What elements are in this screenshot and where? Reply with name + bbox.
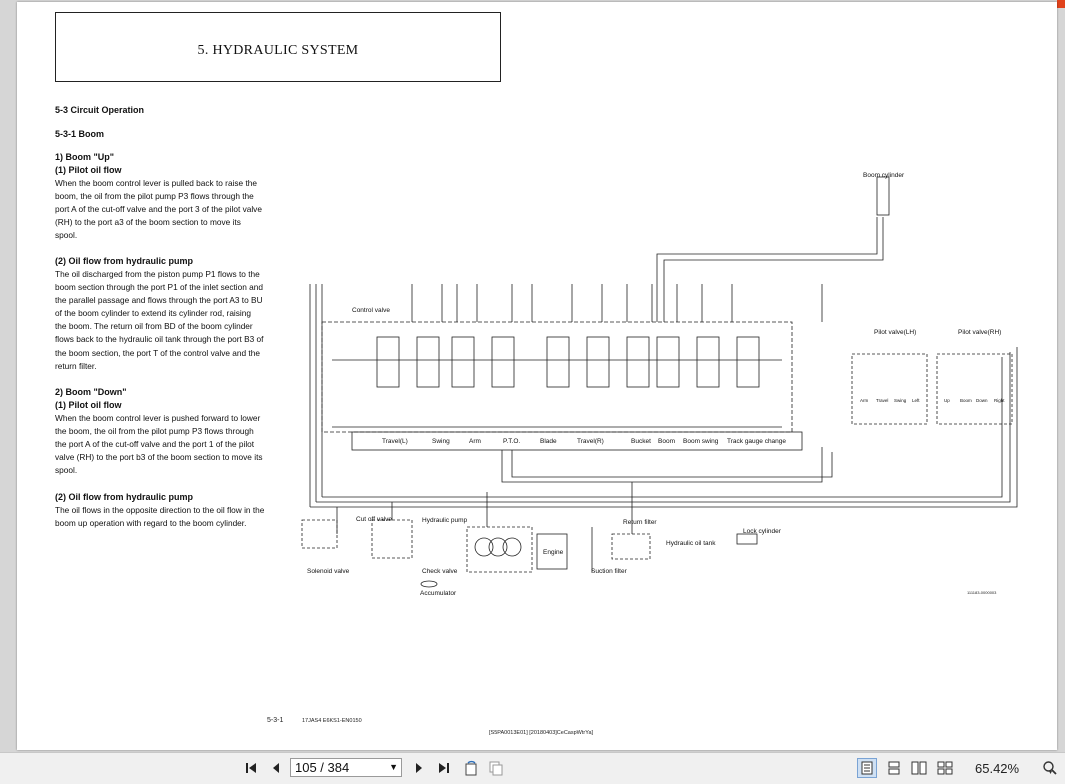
text-line: the boom. The return oil from BD of the … [55, 321, 253, 332]
engine-label: Engine [543, 549, 564, 556]
text-line: port A of the cut-off valve and the port… [55, 204, 262, 215]
text-line: The oil flows in the opposite direction … [55, 505, 265, 515]
lock-cylinder-label: Lock cylinder [743, 528, 782, 535]
continuous-view-icon[interactable] [884, 758, 904, 778]
title-box: 5. HYDRAULIC SYSTEM [55, 12, 501, 82]
section-label: P.T.O. [503, 438, 520, 445]
text-line: the boom, the oil from the pilot pump P3… [55, 426, 254, 437]
footer-reference: [S5PA0013E01] [20180403]CeCaspWtrYa] [489, 730, 594, 736]
boom-up-pump-text: The oil discharged from the piston pump … [55, 268, 273, 373]
pilot-rh-label: Up [944, 398, 950, 403]
last-page-icon[interactable] [436, 758, 452, 778]
section-label: Boom [658, 438, 675, 445]
hydraulic-oil-tank-label: Hydraulic oil tank [666, 540, 716, 547]
page-number-value: 105 / 384 [295, 760, 350, 775]
text-line: of the boom cylinder to extend its cylin… [55, 308, 251, 319]
text-line: boom up operation with regard to the boo… [55, 518, 247, 529]
boom-up-pilot-text: When the boom control lever is pulled ba… [55, 177, 273, 242]
control-valve-label: Control valve [352, 307, 390, 314]
copy-page-icon[interactable] [487, 758, 505, 778]
section-label: Boom swing [683, 438, 719, 445]
document-page: 5. HYDRAULIC SYSTEM 5-3 Circuit Operatio… [17, 2, 1057, 750]
text-line: (RH) to the port a3 of the boom section … [55, 217, 241, 228]
document-viewport[interactable]: 5. HYDRAULIC SYSTEM 5-3 Circuit Operatio… [0, 0, 1065, 752]
next-page-icon[interactable] [411, 758, 427, 778]
pilot-valve-lh-label: Pilot valve(LH) [874, 329, 916, 336]
text-line: the parallel passage and flows through t… [55, 295, 263, 306]
pilot-lh-label: Left [912, 398, 920, 403]
hydraulic-circuit-diagram: Control valve Boom cylinder Pilot valve(… [301, 172, 1018, 597]
footer-page-number: 5-3-1 [267, 717, 284, 724]
zoom-icon[interactable]: ▾ [1040, 758, 1060, 778]
viewer-toolbar: 105 / 384 ▼ 65.42% ▾ [0, 752, 1065, 784]
pilot-rh-label: Right [994, 398, 1005, 403]
pilot-lh-label: Arm [860, 398, 869, 403]
pilot-rh-label: Down [976, 398, 988, 403]
boom-down-pilot-heading: (1) Pilot oil flow [55, 400, 122, 410]
subsection-heading: 5-3-1 Boom [55, 129, 105, 139]
single-page-view-icon[interactable] [857, 758, 877, 778]
section-heading: 5-3 Circuit Operation [55, 105, 145, 115]
boom-down-heading: 2) Boom "Down" [55, 387, 127, 397]
first-page-icon[interactable] [243, 758, 259, 778]
zoom-level[interactable]: 65.42% [975, 761, 1020, 776]
text-line: boom, the oil from the pilot pump P3 flo… [55, 191, 254, 202]
text-line: valve (RH) to the port b3 of the boom se… [55, 452, 263, 463]
boom-down-pump-text: The oil flows in the opposite direction … [55, 504, 273, 530]
pilot-valve-rh-label: Pilot valve(RH) [958, 329, 1001, 336]
boom-up-pump-heading: (2) Oil flow from hydraulic pump [55, 256, 194, 266]
boom-down-pilot-text: When the boom control lever is pushed fo… [55, 412, 273, 477]
text-line: When the boom control lever is pulled ba… [55, 178, 257, 188]
suction-filter-label: Suction filter [591, 568, 628, 575]
boom-up-pilot-heading: (1) Pilot oil flow [55, 165, 122, 175]
hydraulic-pump-label: Hydraulic pump [422, 517, 468, 524]
previous-page-icon[interactable] [268, 758, 284, 778]
section-label: Travel(R) [577, 438, 604, 445]
rotate-page-icon[interactable] [462, 758, 480, 778]
section-labels: Travel(L) Swing Arm P.T.O. Blade Travel(… [382, 438, 786, 445]
accumulator-label: Accumulator [420, 590, 457, 597]
drawing-number: 111183-0000003 [967, 590, 997, 595]
check-valve-label: Check valve [422, 568, 458, 575]
scroll-indicator [1057, 0, 1065, 8]
facing-view-icon[interactable] [909, 758, 929, 778]
dropdown-arrow-icon[interactable]: ▼ [389, 762, 398, 772]
boom-up-heading: 1) Boom "Up" [55, 152, 115, 162]
section-label: Travel(L) [382, 438, 408, 445]
section-label: Arm [469, 438, 481, 445]
solenoid-valve-label: Solenoid valve [307, 568, 350, 575]
spool-sections [376, 336, 760, 388]
text-line: spool. [55, 465, 78, 476]
section-label: Bucket [631, 438, 651, 445]
page-number-field[interactable]: 105 / 384 ▼ [290, 758, 402, 777]
pilot-lh-label: Swing [894, 398, 907, 403]
svg-text:▾: ▾ [1049, 770, 1052, 776]
text-line: The oil discharged from the piston pump … [55, 269, 260, 279]
section-label: Swing [432, 438, 450, 445]
section-label: Blade [540, 438, 557, 445]
pilot-rh-label: Boom [960, 398, 972, 403]
text-line: the port A of the cut-off valve and the … [55, 439, 255, 450]
text-line: boom section through the port P1 of the … [55, 282, 264, 293]
page-title: 5. HYDRAULIC SYSTEM [197, 43, 359, 58]
cut-off-valve-label: Cut off valve [356, 516, 392, 523]
pilot-lh-label: Travel [876, 398, 888, 403]
continuous-facing-view-icon[interactable] [935, 758, 955, 778]
section-label: Track gauge change [727, 438, 786, 445]
footer-code: 17JAS4 E6KS1-EN0150 [302, 718, 362, 724]
text-line: the boom section, the port T of the cont… [55, 347, 260, 358]
boom-cylinder-label: Boom cylinder [863, 172, 905, 179]
text-line: When the boom control lever is pushed fo… [55, 413, 261, 423]
return-filter-label: Return filter [623, 519, 657, 526]
text-line: return filter. [55, 360, 97, 371]
boom-down-pump-heading: (2) Oil flow from hydraulic pump [55, 492, 194, 502]
text-line: spool. [55, 230, 78, 241]
text-line: flows back to the hydraulic oil tank thr… [55, 334, 264, 345]
pilot-valve-port-labels: Arm Travel Swing Left Up Boom Down Right [860, 398, 1005, 403]
